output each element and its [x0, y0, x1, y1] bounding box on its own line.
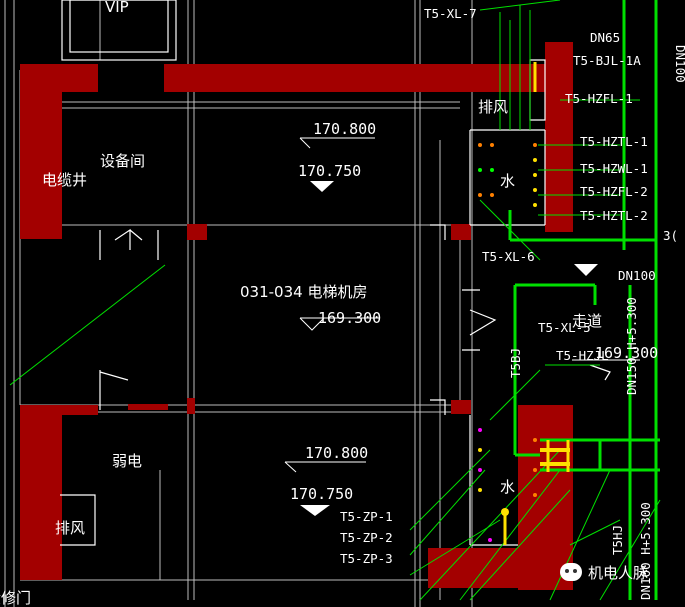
label-t5-hztl-2: T5-HZTL-2: [580, 208, 648, 223]
label-t5-xl-5: T5-XL-5: [538, 320, 591, 335]
room-weak-current: 弱电: [112, 452, 142, 470]
label-t5-zp-2: T5-ZP-2: [340, 530, 393, 545]
room-vip: VIP: [105, 0, 129, 16]
label-t5hj: T5HJ: [610, 525, 625, 555]
label-dn150: DN150 H+5.300: [624, 297, 639, 395]
label-side-mark: 3(: [663, 228, 678, 243]
room-corridor: 走道: [572, 312, 602, 330]
yellow-pipes: [503, 62, 570, 545]
label-t5-xl-6: T5-XL-6: [482, 249, 535, 264]
label-t5-zp-3: T5-ZP-3: [340, 551, 393, 566]
label-dn100-top: DN100: [673, 45, 685, 83]
room-water-bottom: 水: [500, 478, 515, 496]
label-t5bj: T5BJ: [508, 348, 523, 378]
label-t5-bjl-1a: T5-BJL-1A: [573, 53, 641, 68]
riser-dots: [478, 143, 537, 542]
room-water-top: 水: [500, 172, 515, 190]
elevation-2: 170.750: [298, 162, 361, 180]
marker: [574, 264, 598, 276]
elevation-6: 169.300: [595, 344, 658, 362]
label-dn65: DN65: [590, 30, 620, 45]
elevation-1: 170.800: [313, 120, 376, 138]
room-elevator: 031-034 电梯机房: [240, 283, 367, 301]
room-exhaust-top: 排风: [478, 98, 508, 116]
label-t5-hzjl: T5-HZJL: [556, 348, 609, 363]
valves: [501, 448, 570, 516]
label-dn100: DN100: [618, 268, 656, 283]
room-repair: 检修门: [0, 589, 31, 607]
green-leaders: [9, 0, 661, 601]
room-equipment: 设备间: [100, 152, 145, 170]
elevation-5: 170.750: [290, 485, 353, 503]
label-t5-zp-1: T5-ZP-1: [340, 509, 393, 524]
label-t5-hzfl-1: T5-HZFL-1: [565, 91, 633, 106]
wechat-icon: [560, 563, 582, 581]
label-t5-hzwl-1: T5-HZWL-1: [580, 161, 648, 176]
watermark: 机电人脉: [560, 558, 680, 586]
walls: [20, 42, 573, 590]
room-exhaust-bottom: 排风: [55, 519, 85, 537]
label-t5-xl-7: T5-XL-7: [424, 6, 477, 21]
elevation-markers: [300, 181, 334, 516]
elevation-3: 169.300: [318, 309, 381, 327]
label-t5-hztl-1: T5-HZTL-1: [580, 134, 648, 149]
elevation-4: 170.800: [305, 444, 368, 462]
watermark-text: 机电人脉: [588, 563, 649, 582]
wall-outlines: [60, 0, 611, 546]
label-t5-hzfl-2: T5-HZFL-2: [580, 184, 648, 199]
label-dn100-h1: DN100 H+5.300: [638, 502, 653, 600]
room-cable-shaft: 电缆井: [42, 171, 87, 189]
elevation-lines: [284, 137, 640, 473]
